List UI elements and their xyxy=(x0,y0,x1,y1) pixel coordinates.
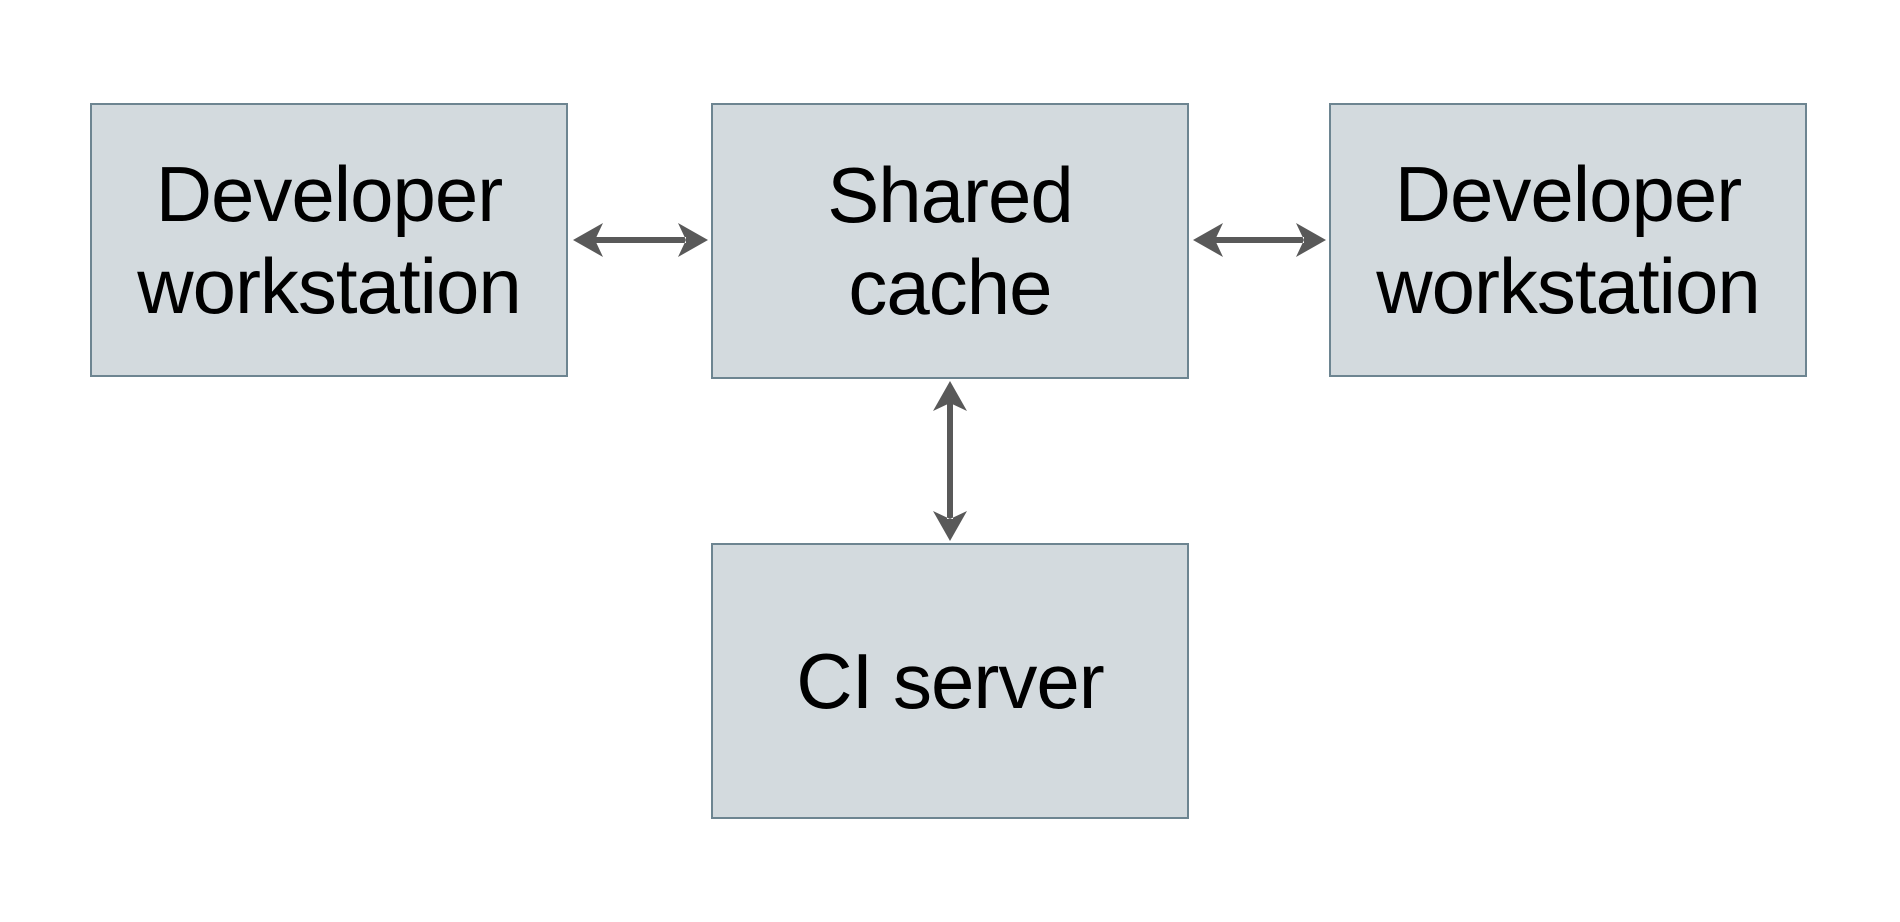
node-ci-server: CI server xyxy=(711,543,1189,819)
node-developer-workstation-left: Developer workstation xyxy=(90,103,568,377)
arrow-cache-devright xyxy=(1193,223,1326,257)
node-label-line: Developer xyxy=(1394,150,1743,238)
arrow-devleft-cache xyxy=(573,223,708,257)
node-label-line: workstation xyxy=(137,242,521,330)
node-label-line: Developer xyxy=(155,150,504,238)
node-label-line: cache xyxy=(848,243,1052,331)
node-label-line: CI server xyxy=(796,637,1104,725)
node-shared-cache: Shared cache xyxy=(711,103,1189,379)
node-developer-workstation-right: Developer workstation xyxy=(1329,103,1807,377)
arrow-cache-ciserver xyxy=(933,381,967,541)
node-label-line: workstation xyxy=(1376,242,1760,330)
node-label-line: Shared xyxy=(827,151,1074,239)
